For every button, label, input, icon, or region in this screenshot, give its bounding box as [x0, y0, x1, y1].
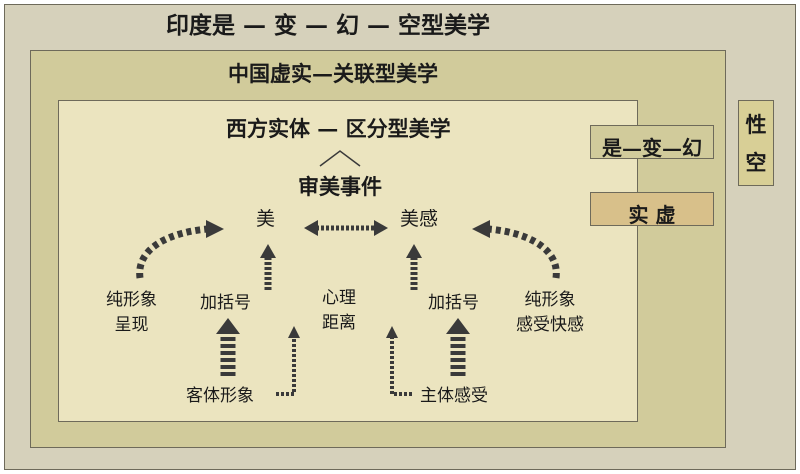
left-pure-image-line2: 呈现	[114, 314, 149, 335]
caret-mark	[319, 150, 361, 167]
left-l-arrow-head	[288, 326, 300, 338]
psychic-distance-label: 心理 距离	[322, 286, 356, 335]
left-pure-image-line1: 纯形象	[106, 290, 157, 310]
left-pure-image-label: 纯形象 呈现	[106, 288, 157, 337]
psychic-distance-line1: 心理	[322, 288, 356, 308]
inner-frame-western	[58, 100, 638, 422]
shi-xu-box: 实 虚	[590, 192, 714, 227]
xing-kong-box: 性 空	[738, 100, 774, 186]
right-pure-image-line1: 纯形象	[524, 290, 576, 310]
xing-label: 性	[745, 112, 767, 137]
mei-label: 美	[256, 208, 276, 230]
double-arrow-left-head	[304, 220, 318, 236]
kong-label: 空	[745, 150, 767, 175]
subject-up-arrow-head	[446, 318, 470, 334]
right-pure-image-label: 纯形象 感受快感	[516, 288, 584, 337]
right-curve-arrow	[487, 225, 560, 279]
shi-bian-huan-box: 是—变—幻	[590, 125, 714, 160]
right-bracket-label: 加括号	[428, 293, 479, 313]
object-image-label: 客体形象	[186, 386, 254, 406]
outer-frame-title: 印度是 — 变 — 幻 — 空型美学	[166, 12, 491, 39]
right-up-arrow-head	[406, 244, 422, 258]
psychic-distance-line2: 距离	[322, 312, 356, 333]
aesthetic-event-label: 审美事件	[298, 174, 382, 199]
right-l-arrow	[390, 338, 412, 396]
object-up-arrow-head	[216, 318, 240, 334]
meigan-label: 美感	[400, 208, 439, 230]
left-bracket-label: 加括号	[200, 293, 251, 313]
right-l-arrow-head	[386, 326, 398, 338]
inner-frame-title: 西方实体 — 区分型美学	[226, 116, 451, 141]
right-pure-image-line2: 感受快感	[516, 314, 584, 335]
left-up-arrow-head	[260, 244, 276, 258]
right-curve-arrow-head	[472, 220, 490, 238]
left-l-arrow	[276, 338, 296, 396]
shi-xu-label: 实 虚	[628, 203, 676, 227]
left-curve-arrow	[136, 225, 209, 279]
subject-feeling-label: 主体感受	[420, 386, 488, 406]
left-curve-arrow-head	[206, 220, 224, 238]
shi-bian-huan-label: 是—变—幻	[602, 136, 702, 160]
double-arrow-right-head	[374, 220, 388, 236]
middle-frame-title: 中国虚实—关联型美学	[228, 61, 438, 86]
